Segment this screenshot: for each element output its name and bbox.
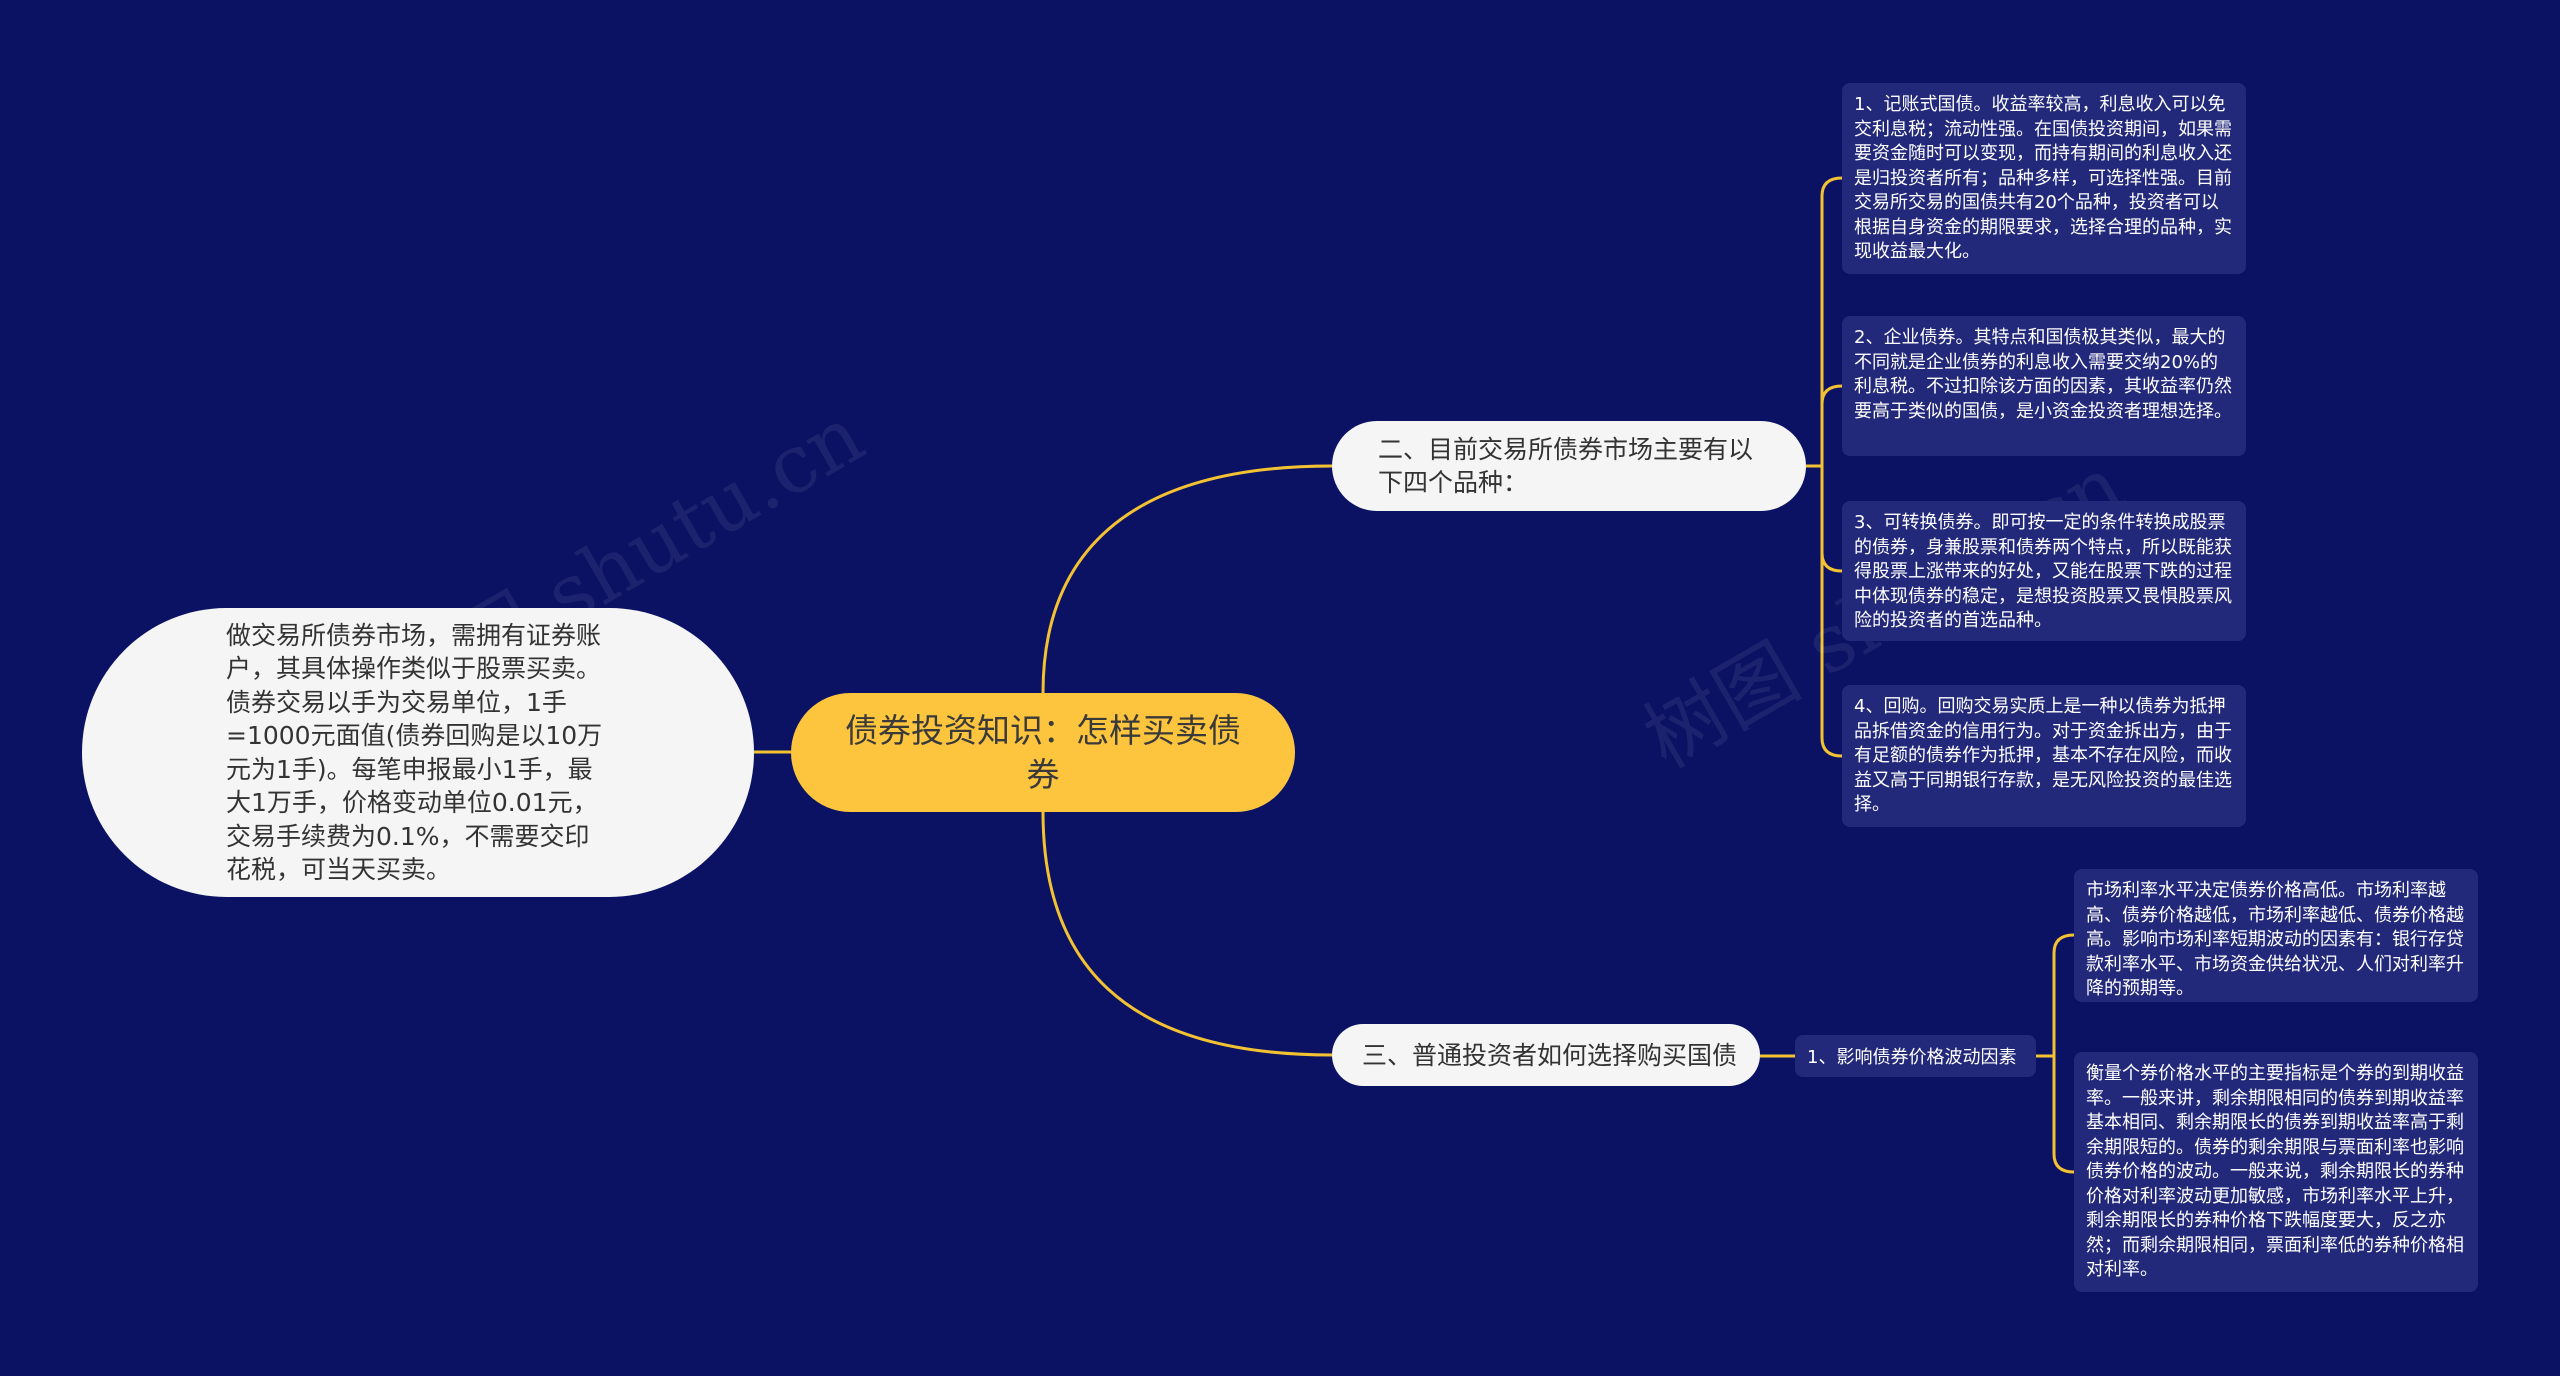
connector-root-branch1: [1041, 464, 1333, 694]
sub-price-factors[interactable]: 1、影响债券价格波动因素: [1795, 1035, 2036, 1077]
leaf-text: 2、企业债券。其特点和国债极其类似，最大的不同就是企业债券的利息收入需要交纳20…: [1854, 327, 2232, 422]
leaf-repo[interactable]: 4、回购。回购交易实质上是一种以债券为抵押品拆借资金的信用行为。对于资金拆出方，…: [1842, 685, 2246, 827]
connector-branch1-leaf2: [1820, 384, 1843, 466]
leaf-text: 4、回购。回购交易实质上是一种以债券为抵押品拆借资金的信用行为。对于资金拆出方，…: [1854, 696, 2232, 815]
sub-price-factors-label: 1、影响债券价格波动因素: [1807, 1047, 2017, 1068]
connector-branch1-leaf3: [1820, 466, 1843, 573]
leaf-yield-to-maturity[interactable]: 衡量个券价格水平的主要指标是个券的到期收益率。一般来讲，剩余期限相同的债券到期收…: [2074, 1052, 2478, 1292]
leaf-text: 1、记账式国债。收益率较高，利息收入可以免交利息税；流动性强。在国债投资期间，如…: [1854, 94, 2232, 262]
branch-how-to-choose[interactable]: 三、普通投资者如何选择购买国债: [1332, 1024, 1760, 1086]
connector-branch1-leaf4: [1820, 466, 1843, 758]
branch-how-to-choose-label: 三、普通投资者如何选择购买国债: [1362, 1040, 1738, 1070]
leaf-interest-rate[interactable]: 市场利率水平决定债券价格高低。市场利率越高、债券价格越低，市场利率越低、债券价格…: [2074, 869, 2478, 1002]
leaf-text: 3、可转换债券。即可按一定的条件转换成股票的债券，身兼股票和债券两个特点，所以既…: [1854, 512, 2232, 631]
leaf-corporate-bond[interactable]: 2、企业债券。其特点和国债极其类似，最大的不同就是企业债券的利息收入需要交纳20…: [1842, 316, 2246, 456]
connector-sub-leaf1: [2052, 933, 2075, 1056]
left-note-text: 做交易所债券市场，需拥有证券账户，其具体操作类似于股票买卖。债券交易以手为交易单…: [226, 620, 603, 885]
branch-varieties[interactable]: 二、目前交易所债券市场主要有以下四个品种：: [1332, 421, 1806, 511]
leaf-convertible-bond[interactable]: 3、可转换债券。即可按一定的条件转换成股票的债券，身兼股票和债券两个特点，所以既…: [1842, 501, 2246, 641]
connector-sub-leaf2: [2052, 1056, 2075, 1174]
leaf-text: 市场利率水平决定债券价格高低。市场利率越高、债券价格越低，市场利率越低、债券价格…: [2086, 880, 2464, 999]
root-topic-label: 债券投资知识：怎样买卖债券: [845, 710, 1241, 794]
leaf-text: 衡量个券价格水平的主要指标是个券的到期收益率。一般来讲，剩余期限相同的债券到期收…: [2086, 1063, 2464, 1280]
connector-branch1-leaf1: [1820, 176, 1843, 466]
left-note-node[interactable]: 做交易所债券市场，需拥有证券账户，其具体操作类似于股票买卖。债券交易以手为交易单…: [82, 608, 754, 897]
root-topic[interactable]: 债券投资知识：怎样买卖债券: [791, 693, 1295, 812]
branch-varieties-label: 二、目前交易所债券市场主要有以下四个品种：: [1378, 435, 1754, 497]
connector-root-branch2: [1041, 811, 1333, 1057]
leaf-book-entry-bond[interactable]: 1、记账式国债。收益率较高，利息收入可以免交利息税；流动性强。在国债投资期间，如…: [1842, 83, 2246, 274]
